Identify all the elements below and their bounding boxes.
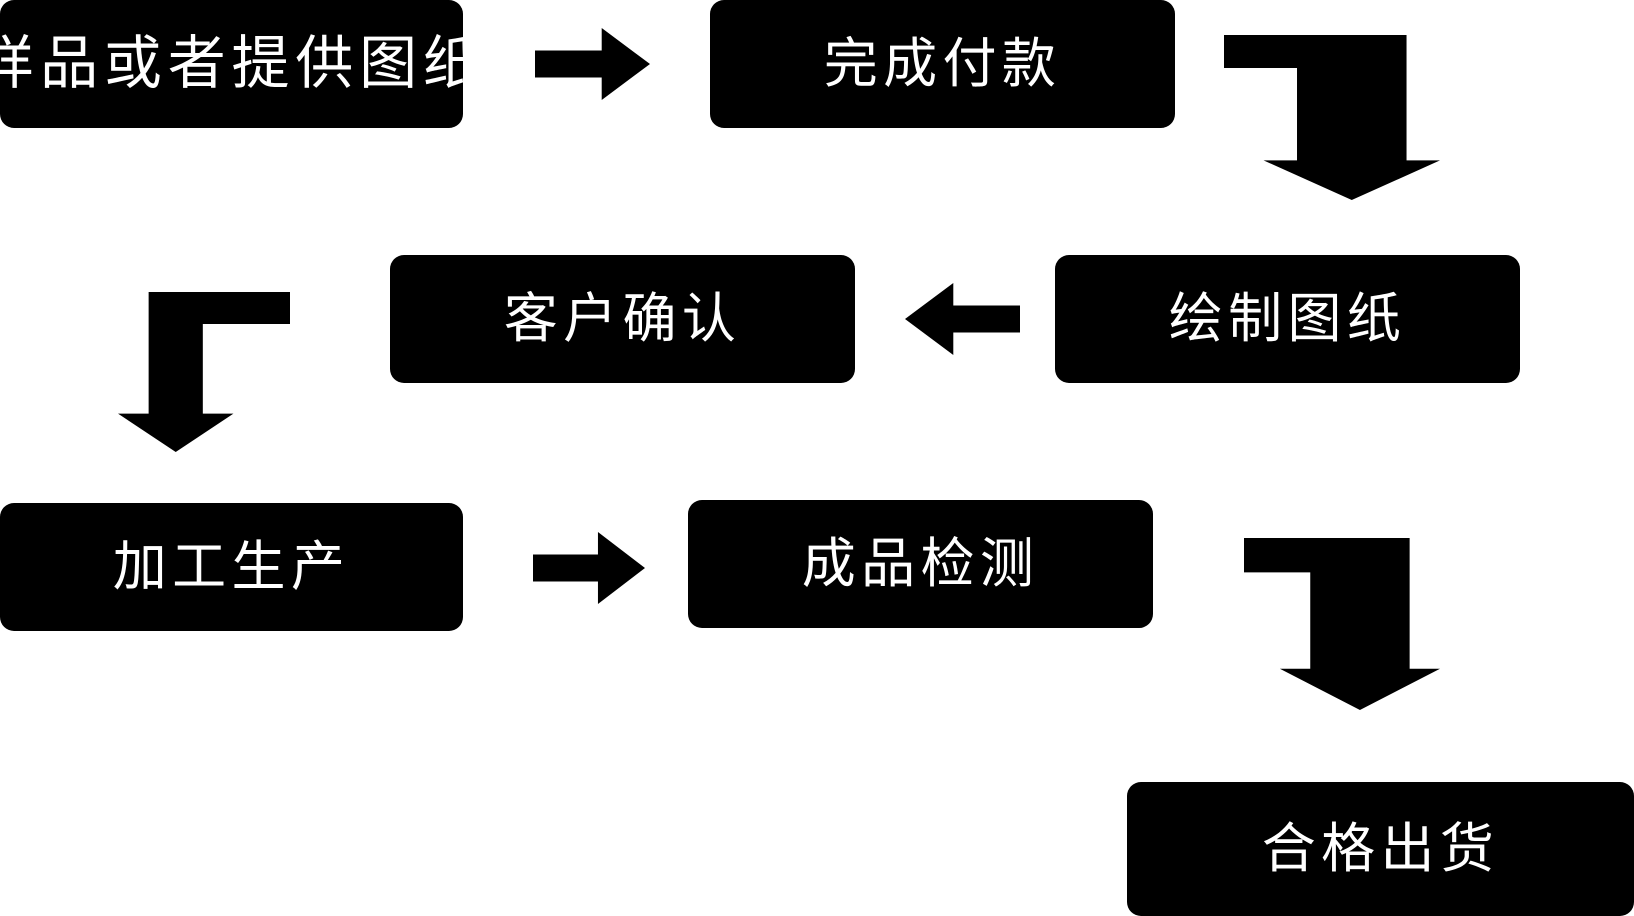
arrow-inspection-to-shipment-icon <box>1244 538 1440 710</box>
node-label: 客户确认 <box>503 289 742 349</box>
node-label: 成品检测 <box>801 534 1040 594</box>
arrow-confirm-to-production-icon <box>118 292 290 452</box>
node-finished-inspection[interactable]: 成品检测 <box>688 500 1153 628</box>
node-draw-drawing[interactable]: 绘制图纸 <box>1055 255 1520 383</box>
node-complete-payment[interactable]: 完成付款 <box>710 0 1175 128</box>
node-label: 加工生产 <box>112 537 351 597</box>
node-label: 绘制图纸 <box>1168 289 1407 349</box>
arrow-payment-to-drawing-icon <box>1224 35 1440 200</box>
node-customer-confirm[interactable]: 客户确认 <box>390 255 855 383</box>
arrow-production-to-inspection-icon <box>533 532 645 604</box>
node-label: 样品或者提供图纸 <box>0 31 487 96</box>
node-label: 完成付款 <box>823 34 1062 94</box>
node-production[interactable]: 加工生产 <box>0 503 463 631</box>
node-label: 合格出货 <box>1261 819 1500 879</box>
arrow-drawing-to-confirm-icon <box>905 283 1020 355</box>
node-sample-or-drawing[interactable]: 样品或者提供图纸 <box>0 0 481 128</box>
node-qualified-shipment[interactable]: 合格出货 <box>1127 782 1634 916</box>
arrow-sample-to-payment-icon <box>535 28 650 100</box>
